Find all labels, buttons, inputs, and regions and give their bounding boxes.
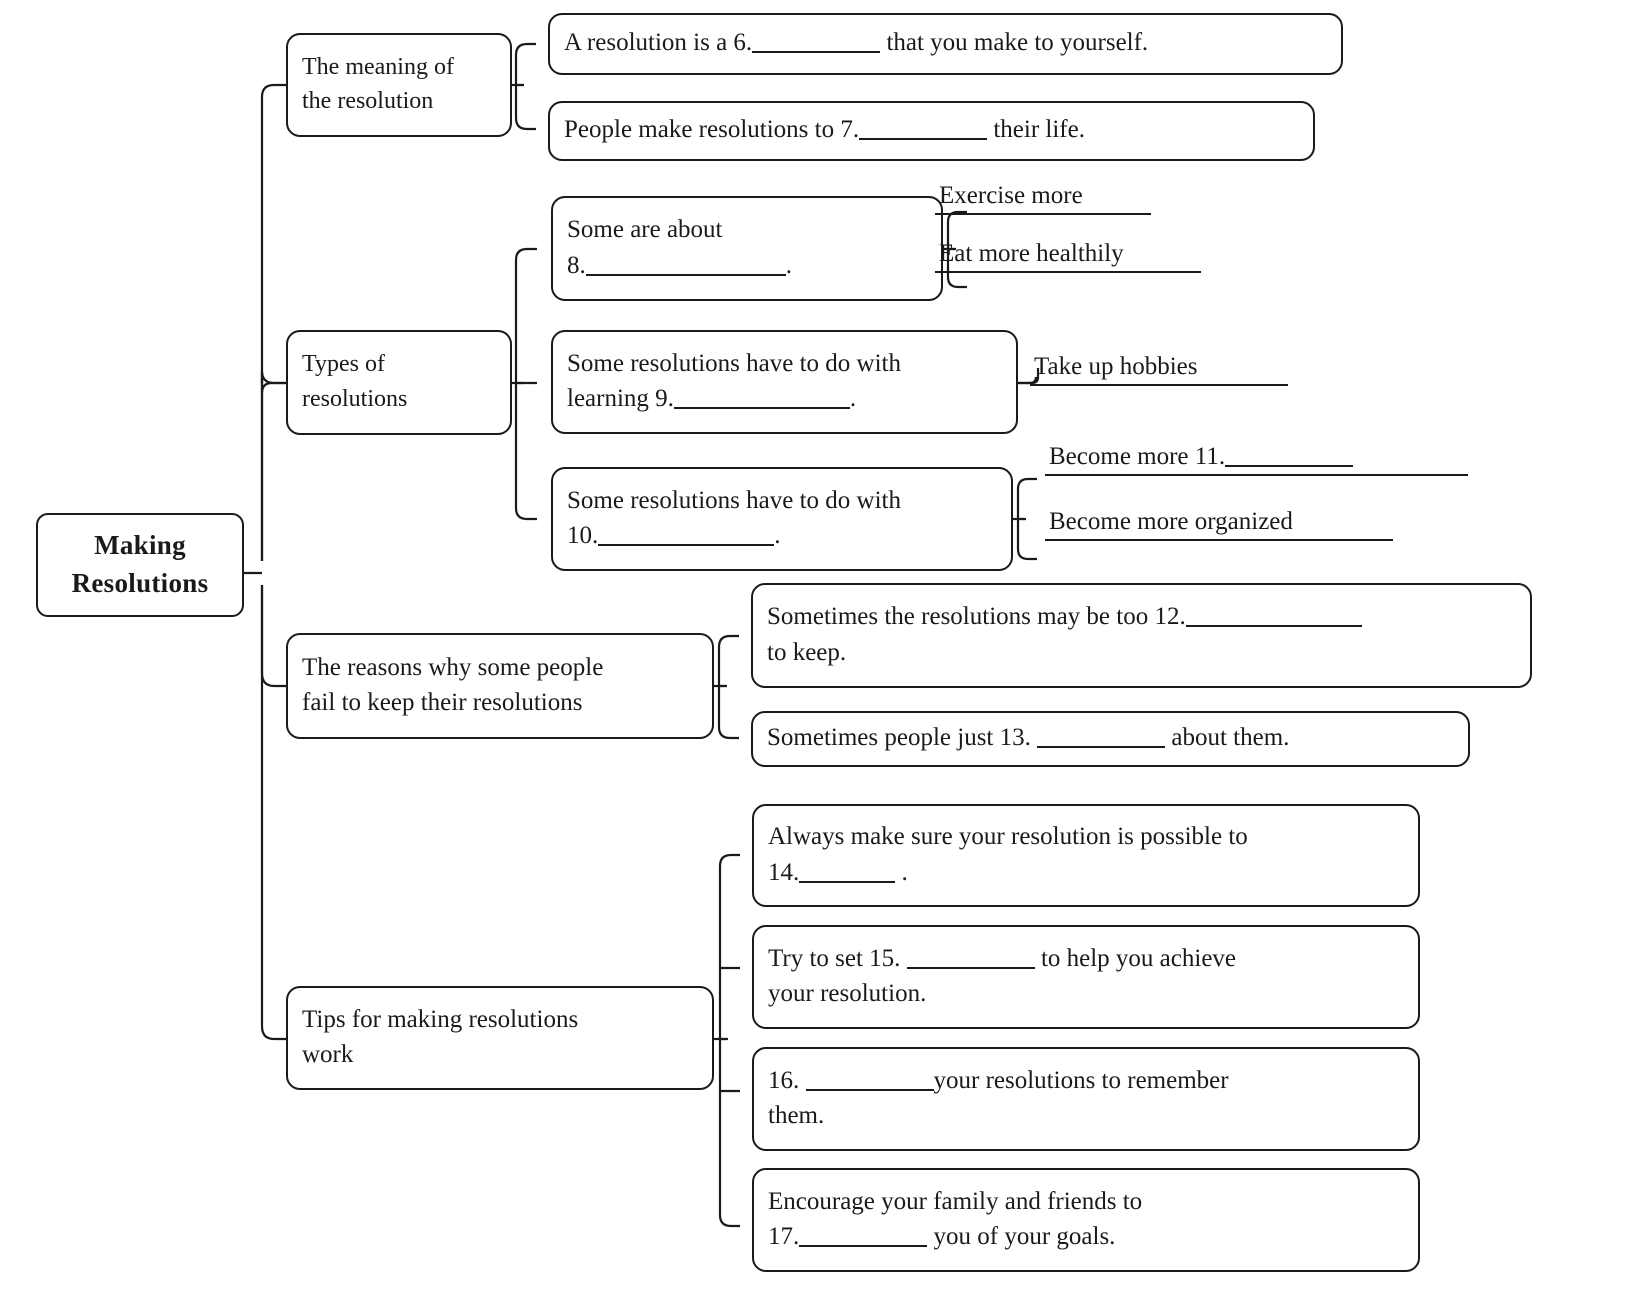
branch-tips-line-1: Tips for making resolutions — [302, 1005, 579, 1033]
item-16-line-1: 16. your resolutions to remember — [768, 1063, 1404, 1099]
item-10-line-1: Some resolutions have to do with — [567, 486, 901, 514]
item-9-line-1: Some resolutions have to do with — [567, 349, 901, 377]
item-8-line-1: Some are about — [567, 216, 723, 243]
root-line-2: Resolutions — [71, 568, 209, 598]
item-10-statement[interactable]: Some resolutions have to do with 10.. — [551, 467, 1013, 571]
branch-meaning[interactable]: The meaning of the resolution — [286, 33, 512, 137]
item-9-pre: learning 9. — [567, 385, 674, 412]
blank-13[interactable] — [1037, 721, 1166, 749]
branch-meaning-line-1: The meaning of — [302, 53, 454, 80]
blank-12[interactable] — [1185, 600, 1362, 627]
leaf-eat-more-healthily-label: Eat more healthily — [939, 240, 1124, 267]
leaf-take-up-hobbies-label: Take up hobbies — [1034, 353, 1198, 380]
item-17-pre: 17. — [768, 1223, 800, 1250]
blank-8[interactable] — [585, 249, 786, 276]
leaf-take-up-hobbies[interactable]: Take up hobbies — [1030, 353, 1288, 386]
item-14-line-2: 14. . — [768, 855, 1404, 891]
item-6-post: that you make to yourself. — [880, 29, 1149, 57]
item-10-post: . — [774, 522, 781, 549]
item-16-post: your resolutions to remember — [933, 1066, 1229, 1094]
item-15-line-2: your resolution. — [768, 980, 927, 1007]
blank-6[interactable] — [752, 26, 881, 54]
item-9-post: . — [849, 385, 857, 412]
item-14-post: . — [901, 858, 908, 886]
item-14-pre: 14. — [768, 858, 800, 886]
branch-types-line-2: resolutions — [302, 385, 408, 412]
leaf-exercise-more-label: Exercise more — [939, 182, 1083, 209]
item-6-pre: A resolution is a 6. — [564, 29, 753, 57]
branch-reasons-line-2: fail to keep their resolutions — [302, 689, 583, 716]
branch-types[interactable]: Types of resolutions — [286, 330, 512, 435]
item-12-statement[interactable]: Sometimes the resolutions may be too 12.… — [751, 583, 1532, 688]
branch-types-line-1: Types of — [302, 351, 385, 378]
blank-15[interactable] — [906, 942, 1035, 969]
item-13-post: about them. — [1165, 724, 1290, 752]
blank-7[interactable] — [859, 113, 988, 141]
branch-tips[interactable]: Tips for making resolutions work — [286, 986, 714, 1090]
item-8-pre: 8. — [567, 251, 586, 279]
blank-17[interactable] — [799, 1220, 928, 1247]
item-7-post: their life. — [987, 116, 1085, 144]
item-14-statement[interactable]: Always make sure your resolution is poss… — [752, 804, 1420, 907]
item-9-statement[interactable]: Some resolutions have to do with learnin… — [551, 330, 1018, 434]
item-8-line-2: 8.. — [567, 248, 927, 284]
leaf-become-more-11[interactable]: Become more 11. — [1045, 440, 1468, 476]
branch-reasons-line-1: The reasons why some people — [302, 653, 604, 681]
item-8-statement[interactable]: Some are about 8.. — [551, 196, 943, 301]
item-13-pre: Sometimes people just 13. — [767, 724, 1031, 752]
blank-16[interactable] — [805, 1064, 934, 1091]
item-14-line-1: Always make sure your resolution is poss… — [768, 823, 1248, 850]
leaf-become-more-organized-label: Become more organized — [1049, 508, 1293, 535]
branch-meaning-line-2: the resolution — [302, 88, 434, 114]
item-12-pre: Sometimes the resolutions may be too 12. — [767, 603, 1186, 630]
item-17-line-1: Encourage your family and friends to — [768, 1187, 1143, 1215]
item-6-statement[interactable]: A resolution is a 6. that you make to yo… — [548, 13, 1343, 75]
item-12-line-2: to keep. — [767, 638, 847, 666]
item-15-line-1: Try to set 15. to help you achieve — [768, 941, 1404, 977]
leaf-become-more-11-label: Become more 11. — [1049, 443, 1226, 470]
item-13-statement[interactable]: Sometimes people just 13. about them. — [751, 711, 1470, 767]
item-6-text: A resolution is a 6. that you make to yo… — [564, 25, 1327, 61]
item-10-line-2: 10.. — [567, 518, 997, 554]
item-8-post: . — [785, 251, 792, 279]
blank-10[interactable] — [598, 519, 775, 546]
blank-11[interactable] — [1225, 440, 1354, 467]
root-node[interactable]: Making Resolutions — [36, 513, 244, 617]
item-16-pre: 16. — [768, 1066, 800, 1094]
branch-reasons[interactable]: The reasons why some people fail to keep… — [286, 633, 714, 739]
item-16-statement[interactable]: 16. your resolutions to remember them. — [752, 1047, 1420, 1151]
leaf-become-more-organized[interactable]: Become more organized — [1045, 508, 1393, 541]
item-12-line-1: Sometimes the resolutions may be too 12. — [767, 599, 1516, 635]
item-17-statement[interactable]: Encourage your family and friends to 17.… — [752, 1168, 1420, 1272]
item-16-line-2: them. — [768, 1102, 825, 1129]
blank-9[interactable] — [673, 382, 850, 409]
item-15-post: to help you achieve — [1034, 944, 1237, 972]
item-15-statement[interactable]: Try to set 15. to help you achieve your … — [752, 925, 1420, 1029]
item-17-line-2: 17. you of your goals. — [768, 1219, 1404, 1255]
blank-14[interactable] — [799, 856, 896, 883]
item-17-post: you of your goals. — [927, 1223, 1116, 1250]
root-line-1: Making — [94, 529, 186, 560]
branch-tips-line-2: work — [302, 1041, 354, 1068]
item-9-line-2: learning 9.. — [567, 381, 1002, 417]
leaf-eat-more-healthily[interactable]: Eat more healthily — [935, 240, 1201, 273]
item-7-pre: People make resolutions to 7. — [564, 116, 860, 144]
item-13-text: Sometimes people just 13. about them. — [767, 720, 1454, 756]
item-10-pre: 10. — [567, 522, 599, 549]
item-7-statement[interactable]: People make resolutions to 7. their life… — [548, 101, 1315, 161]
item-7-text: People make resolutions to 7. their life… — [564, 112, 1299, 148]
item-15-pre: Try to set 15. — [768, 944, 901, 972]
leaf-exercise-more[interactable]: Exercise more — [935, 182, 1151, 215]
